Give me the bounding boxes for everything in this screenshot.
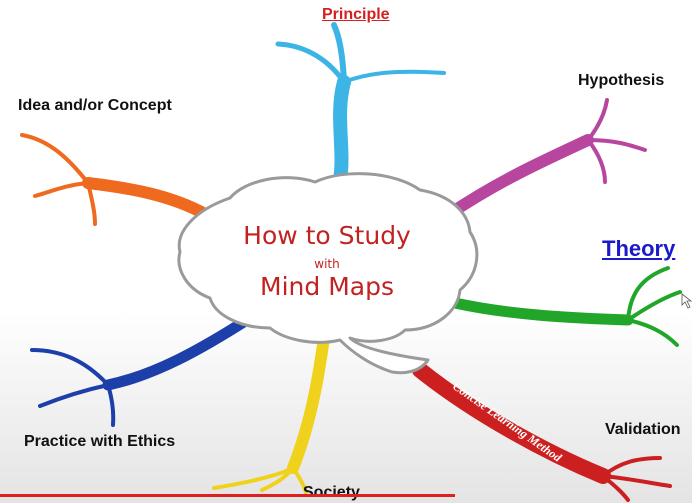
branch-society xyxy=(212,316,332,494)
branch-principle xyxy=(275,22,446,187)
branch-theory xyxy=(449,266,682,347)
arrow-cursor-icon xyxy=(681,293,692,309)
branch-label-hypothesis: Hypothesis xyxy=(578,72,665,89)
branch-label-idea: Idea and/or Concept xyxy=(18,97,172,114)
method-label: Concise Learning Method xyxy=(450,379,565,465)
central-cloud xyxy=(177,172,479,375)
progress-bar xyxy=(0,494,455,497)
branch-practice xyxy=(30,312,256,427)
branch-label-practice: Practice with Ethics xyxy=(24,433,176,450)
center-title-line2: with xyxy=(314,257,339,271)
branch-label-society: Society xyxy=(303,484,360,501)
branch-label-principle: Principle xyxy=(322,6,390,23)
center-title-line3: Mind Maps xyxy=(260,272,394,301)
branch-hypothesis xyxy=(442,98,647,221)
branch-label-validation: Validation xyxy=(605,421,681,438)
branch-validation xyxy=(412,362,672,502)
branch-label-theory[interactable]: Theory xyxy=(602,236,676,261)
center-title-line1: How to Study xyxy=(243,221,411,250)
branch-idea xyxy=(20,133,211,226)
